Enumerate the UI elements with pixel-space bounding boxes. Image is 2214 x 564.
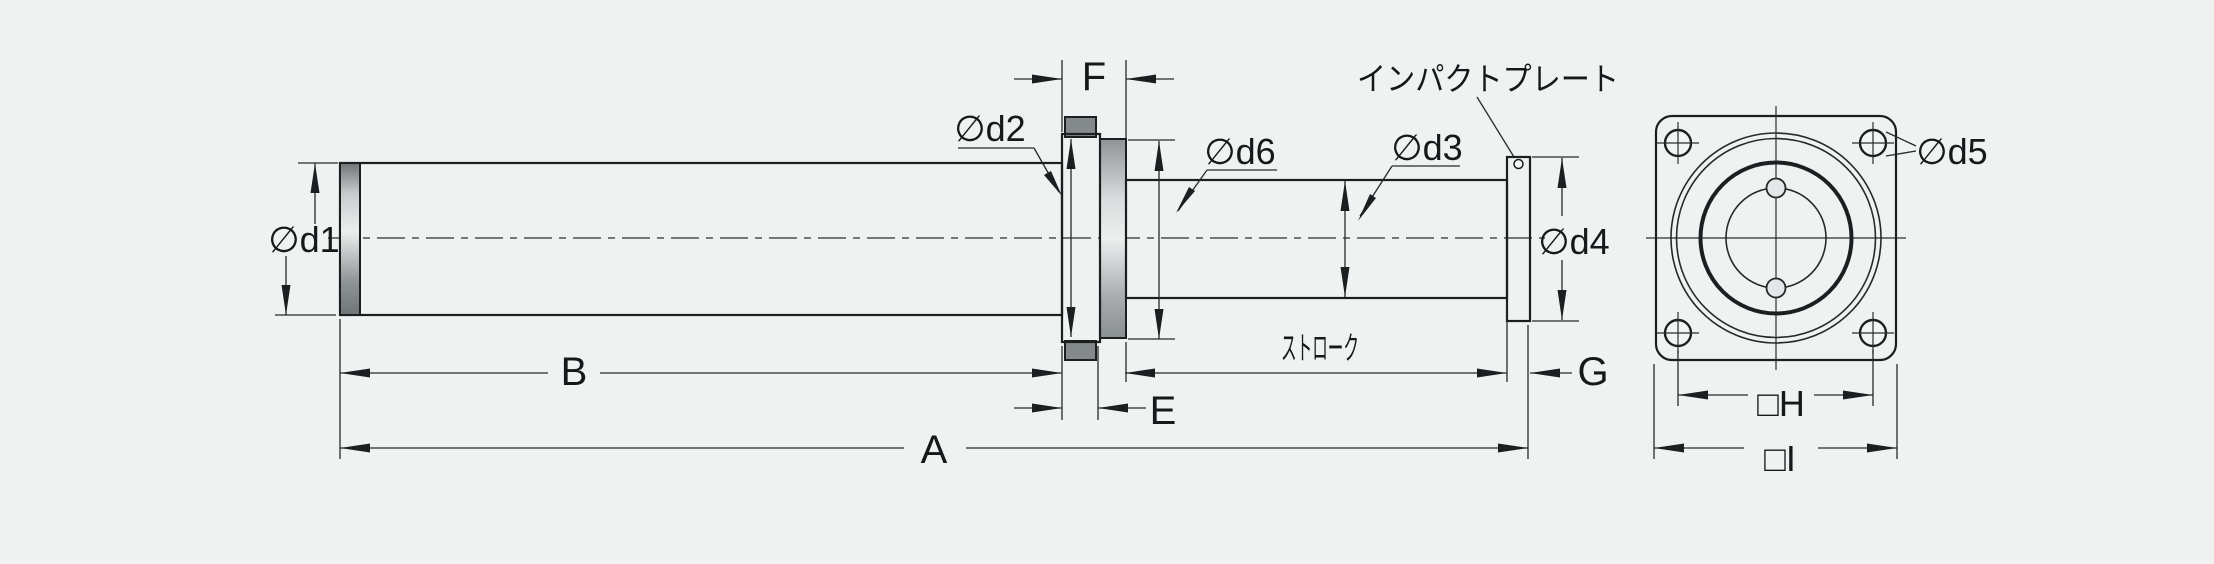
dim-label-G: G [1577, 350, 1608, 394]
arrow-f-right [1126, 74, 1156, 84]
piston-rod [1124, 178, 1509, 300]
dim-label-I: □I [1764, 438, 1796, 479]
arrow-b-left [340, 368, 370, 378]
arrow-d1-top [310, 163, 320, 193]
flange-tab-bottom [1064, 340, 1097, 361]
arrow-stroke-left [1125, 368, 1155, 378]
dim-label-d5: ∅d5 [1916, 131, 1987, 172]
outer-circle-inner-line [1675, 137, 1877, 339]
thick-bore-circle [1698, 160, 1854, 316]
arrow-a-left [340, 443, 370, 453]
flange-tab-top [1064, 116, 1097, 138]
dim-label-F: F [1082, 55, 1106, 99]
end-cap-ring [339, 162, 361, 316]
arrow-d4-top [1557, 158, 1567, 188]
impact-plate-hole [1513, 158, 1524, 170]
front-view: ∅d5 □H □I [1646, 106, 1988, 479]
dim-label-d2: ∅d2 [954, 108, 1025, 149]
small-hole-top [1765, 177, 1787, 199]
arrow-d6-leader [1176, 187, 1195, 213]
arrow-d6-top [1154, 141, 1164, 171]
arrow-h-right [1843, 390, 1873, 400]
cylinder-body [338, 161, 1064, 317]
arrow-d1-bottom [281, 285, 291, 315]
arrow-d2-top [1066, 139, 1076, 169]
arrow-d6-bottom [1154, 309, 1164, 339]
arrow-d3-top [1340, 181, 1350, 211]
dim-label-B: B [561, 350, 588, 394]
stroke-label: ストローク [1281, 330, 1359, 366]
arrow-e-right [1098, 403, 1128, 413]
arrow-d2-bottom [1066, 307, 1076, 337]
dim-label-E: E [1150, 389, 1177, 433]
arrow-h-left [1678, 390, 1708, 400]
corner-bolt-holes [1657, 122, 1894, 354]
arrow-d4-bottom [1557, 290, 1567, 320]
outer-circle [1670, 132, 1882, 344]
dimension-annotations: F ∅d1 ∅d2 ∅d6 ∅d3 [268, 55, 1619, 472]
arrow-i-right [1867, 443, 1897, 453]
dim-label-d4: ∅d4 [1538, 221, 1609, 262]
arrow-g [1530, 368, 1560, 378]
dim-label-d6: ∅d6 [1204, 131, 1275, 172]
mounting-flange [1060, 132, 1102, 344]
arrow-d3-leader [1358, 194, 1376, 221]
side-view [328, 116, 1545, 361]
arrow-d2-leader [1044, 171, 1062, 196]
flange-boss [1099, 138, 1127, 339]
dim-label-d3: ∅d3 [1391, 127, 1462, 168]
impact-plate [1505, 155, 1532, 323]
arrow-f-left [1032, 74, 1062, 84]
arrow-i-left [1654, 443, 1684, 453]
arrow-b-right [1032, 368, 1062, 378]
dim-label-A: A [921, 428, 948, 472]
dim-label-H: □H [1757, 383, 1805, 424]
small-hole-bottom [1765, 277, 1787, 299]
arrow-a-right [1498, 443, 1528, 453]
arrow-e-left [1032, 403, 1062, 413]
arrow-d3-bottom [1340, 267, 1350, 297]
arrow-stroke-right [1477, 368, 1507, 378]
impact-plate-label: インパクトプレート [1357, 61, 1619, 97]
dim-label-d1: ∅d1 [268, 219, 339, 260]
